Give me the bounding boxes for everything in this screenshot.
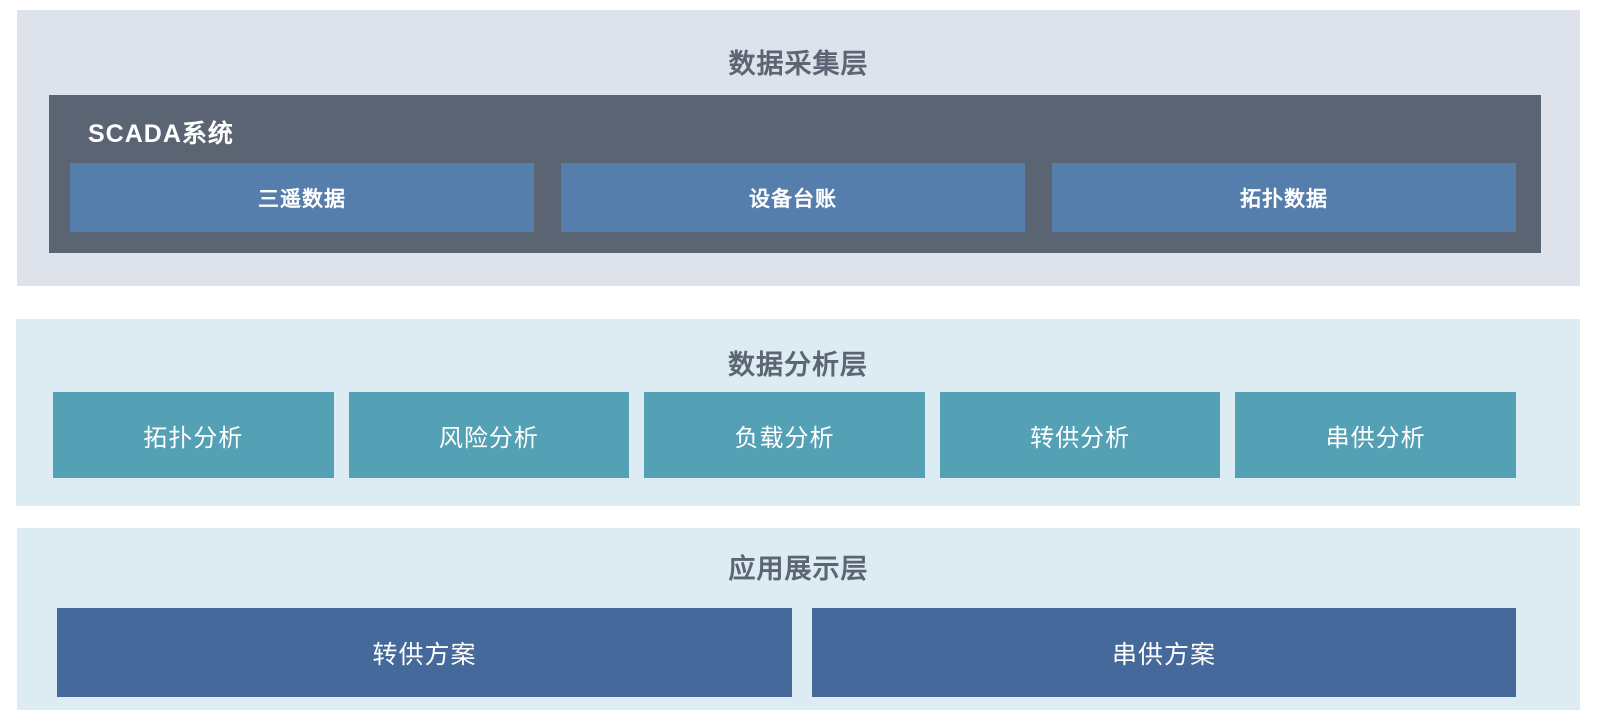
- node-series-supply-plan: 串供方案: [812, 608, 1516, 697]
- analysis-row: 拓扑分析 风险分析 负载分析 转供分析 串供分析: [53, 392, 1516, 478]
- layer-title-application-display: 应用展示层: [728, 554, 869, 584]
- node-series-supply-analysis: 串供分析: [1235, 392, 1516, 478]
- node-topology-analysis: 拓扑分析: [53, 392, 334, 478]
- layer-data-analysis: 数据分析层 拓扑分析 风险分析 负载分析 转供分析 串供分析: [16, 319, 1580, 506]
- node-topology-data: 拓扑数据: [1052, 163, 1516, 232]
- node-risk-analysis: 风险分析: [348, 392, 630, 478]
- layer-title-data-collection: 数据采集层: [728, 49, 869, 79]
- scada-system-label: SCADA系统: [88, 120, 234, 148]
- plan-row: 转供方案 串供方案: [57, 608, 1516, 697]
- node-transfer-supply-plan: 转供方案: [57, 608, 792, 697]
- node-transfer-supply-analysis: 转供分析: [939, 392, 1221, 478]
- node-telemetry-data: 三遥数据: [70, 163, 534, 232]
- layer-data-collection: 数据采集层 SCADA系统 三遥数据 设备台账 拓扑数据: [17, 10, 1580, 286]
- node-equipment-ledger: 设备台账: [561, 163, 1025, 232]
- scada-system-panel: SCADA系统 三遥数据 设备台账 拓扑数据: [49, 95, 1541, 253]
- scada-data-row: 三遥数据 设备台账 拓扑数据: [70, 163, 1516, 232]
- node-load-analysis: 负载分析: [644, 392, 925, 478]
- layer-title-data-analysis: 数据分析层: [728, 350, 868, 380]
- layer-application-display: 应用展示层 转供方案 串供方案: [17, 528, 1580, 710]
